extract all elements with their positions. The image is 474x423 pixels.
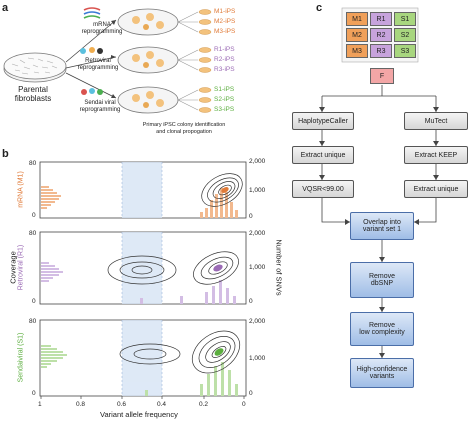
sample-fibroblast-label: F [379,72,385,80]
s1-coverage-histogram [41,345,67,368]
sample-m3: M3 [346,44,368,58]
x-tick-0-2: 0.2 [199,401,209,408]
left-extract-unique-step: Extract unique [292,146,354,164]
m1-right-tick-mid: 1,000 [249,187,266,194]
high-confidence-variants-step: High-confidence variants [350,358,414,388]
r1-right-tick-top: 2,000 [249,230,266,237]
panel-a-letter: a [2,2,9,14]
m1-left-tick-bottom: 0 [32,212,36,219]
sample-m1-label: M1 [352,15,362,23]
overlap-variant-set-step: Overlap into variant set 1 [350,212,414,240]
ips-line-r2: R2-iPS [214,56,235,63]
r1-density-contours [107,251,239,285]
retroviral-dish-icon [117,46,179,74]
sample-fibroblast: F [370,68,394,84]
sample-m3-label: M3 [352,47,362,55]
right-extract-unique-step: Extract unique [404,180,468,198]
colony-fan-lines [177,11,199,111]
sample-m1: M1 [346,12,368,26]
m1-right-tick-top: 2,000 [249,158,266,165]
sample-s3-label: S3 [400,47,410,55]
x-tick-0-6: 0.6 [117,401,127,408]
sendai-dish-icon [117,86,179,114]
r1-vaf-histogram [140,280,236,304]
r1-right-tick-bottom: 0 [249,298,253,305]
ips-line-s1: S1-iPS [214,86,235,93]
sample-r2-label: R2 [376,31,386,39]
panel-a-caption: Primary iPSC colony identification and c… [142,122,226,135]
sample-m2-label: M2 [352,31,362,39]
sample-r3-label: R3 [376,47,386,55]
r1-left-tick-bottom: 0 [32,298,36,305]
x-axis-title: Variant allele frequency [100,410,178,419]
extract-keep-step: Extract KEEP [404,146,468,164]
sample-m2: M2 [346,28,368,42]
s1-right-tick-mid: 1,000 [249,355,266,362]
vqsr-step: VQSR<99.00 [292,180,354,198]
sample-r2: R2 [370,28,392,42]
haplotypecaller-step: HaplotypeCaller [292,112,354,130]
sample-s1: S1 [394,12,416,26]
reprogramming-arrows [65,19,117,99]
sample-s3: S3 [394,44,416,58]
vqsr-label: VQSR<99.00 [302,185,344,193]
m1-left-tick-top: 80 [29,160,37,167]
s1-vaf-histogram [145,362,238,396]
s1-right-tick-top: 2,000 [249,318,266,325]
x-tick-0-8: 0.8 [76,401,86,408]
ips-line-m1: M1-iPS [214,8,236,15]
sample-s1-label: S1 [400,15,410,23]
sample-r3: R3 [370,44,392,58]
sample-r1: R1 [370,12,392,26]
s1-left-tick-bottom: 0 [32,390,36,397]
colony-clusters [198,9,212,113]
remove-dbsnp-label: Remove dbSNP [368,273,396,287]
sendai-virus-icon [81,88,103,95]
m1-coverage-histogram [41,186,61,209]
x-tick-1: 1 [38,401,42,408]
overlap-variant-set-label: Overlap into variant set 1 [362,219,402,233]
retrovirus-icon [80,47,103,54]
s1-right-tick-bottom: 0 [249,390,253,397]
ips-line-r1: R1-iPS [214,46,235,53]
ips-line-m2: M2-iPS [214,18,236,25]
mrna-strand-icon [83,7,101,19]
right-extract-unique-label: Extract unique [413,185,459,193]
remove-low-complexity-label: Remove low complexity [359,322,405,336]
r1-left-tick-top: 80 [29,230,37,237]
extract-keep-label: Extract KEEP [414,151,458,159]
panel-c-letter: c [316,2,323,14]
ips-line-s2: S2-iPS [214,96,235,103]
x-axis-ticks [40,396,245,399]
m1-right-tick-bottom: 0 [249,213,253,220]
m1-density-contours [201,173,243,207]
s1-density-contours [119,330,241,374]
retroviral-method-label: Retroviral reprogramming [77,58,119,71]
r1-right-tick-mid: 1,000 [249,264,266,271]
x-tick-0-4: 0.4 [157,401,167,408]
ips-line-s3: S3-iPS [214,106,235,113]
remove-low-complexity-step: Remove low complexity [350,312,414,346]
mutect-label: MuTect [424,117,448,125]
ips-line-r3: R3-iPS [214,66,235,73]
parental-fibroblasts-label: Parental fibroblasts [14,85,52,103]
x-tick-0: 0 [242,401,246,408]
ips-line-m3: M3-iPS [214,28,236,35]
sample-s2: S2 [394,28,416,42]
sendai-method-label: Sendai viral reprogramming [79,100,121,113]
remove-dbsnp-step: Remove dbSNP [350,262,414,298]
parental-dish-icon [3,52,67,83]
r1-coverage-histogram [41,262,63,282]
s1-left-tick-top: 80 [29,318,37,325]
panel-b-letter: b [2,148,9,160]
high-confidence-variants-label: High-confidence variants [356,366,408,380]
sample-r1-label: R1 [376,15,386,23]
left-extract-unique-label: Extract unique [300,151,346,159]
sample-s2-label: S2 [400,31,410,39]
mrna-method-label: mRNA reprogramming [81,22,123,35]
mutect-step: MuTect [404,112,468,130]
haplotypecaller-label: HaplotypeCaller [298,117,348,125]
